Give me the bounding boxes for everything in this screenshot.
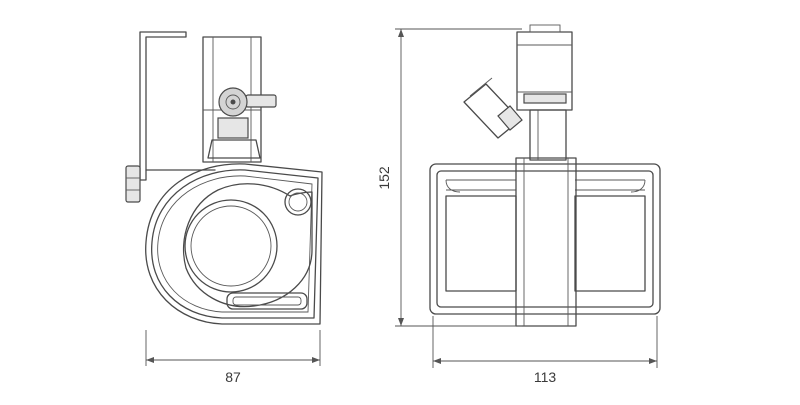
angled-nozzle — [463, 77, 523, 139]
top-connector — [516, 24, 573, 111]
width-label-113: 113 — [534, 369, 557, 385]
side-bolt — [125, 165, 141, 203]
height-label-152: 152 — [376, 166, 392, 190]
bottom-slot — [226, 292, 308, 310]
inner-cavity — [182, 183, 313, 308]
main-body — [145, 163, 323, 325]
inner-window-right — [574, 179, 646, 292]
side-port — [284, 188, 312, 216]
outer-frame — [429, 163, 661, 315]
mounting-bracket — [139, 31, 216, 181]
stem-connector — [207, 117, 261, 159]
dimension-113: 113 — [432, 316, 658, 385]
width-label-87: 87 — [225, 369, 241, 385]
dimension-152: 152 — [376, 28, 522, 327]
inner-window-left — [445, 179, 517, 292]
central-band — [515, 157, 577, 327]
side-view: 87 — [125, 31, 323, 385]
central-post — [529, 109, 567, 161]
valve-knob — [218, 87, 277, 117]
front-view: 152 113 — [376, 24, 661, 385]
dimension-87: 87 — [145, 330, 321, 385]
